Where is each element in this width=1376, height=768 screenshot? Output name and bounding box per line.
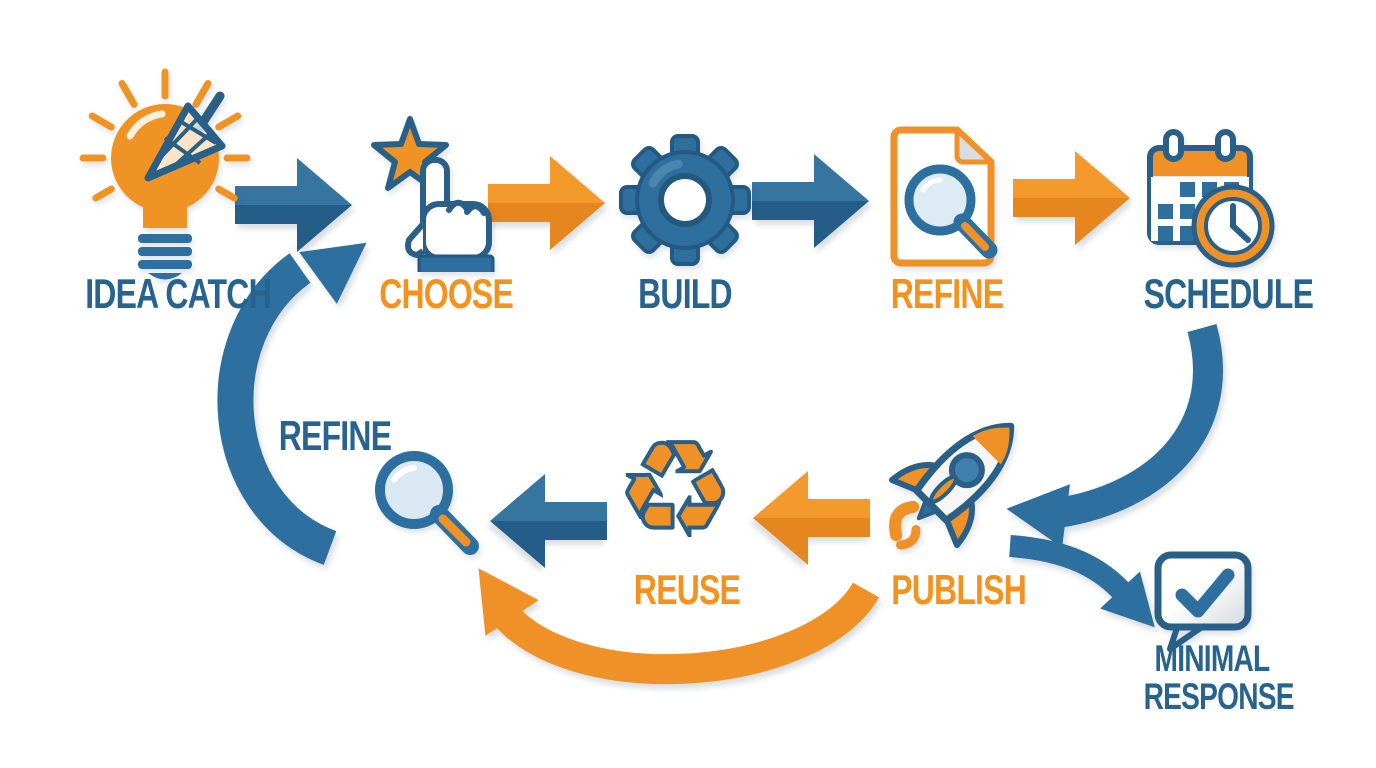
label-publish: PUBLISH — [891, 566, 1027, 613]
step-idea-catch — [70, 58, 270, 288]
arrow-refineloop-to-choose — [217, 216, 386, 565]
star-cursor-icon — [371, 116, 495, 276]
arrow-publish-to-minimalresponse — [1009, 535, 1175, 646]
net-overlay — [144, 91, 226, 182]
label-minimal: MINIMAL — [1154, 638, 1271, 679]
step-refine — [885, 122, 1010, 277]
step-refine-loop — [370, 448, 490, 573]
recycle-icon: ♻ — [614, 413, 736, 567]
step-minimal-response — [1148, 545, 1260, 662]
calendar-clock-icon — [1147, 129, 1275, 268]
arrow-publish-to-reuse — [753, 471, 870, 565]
label-reuse: REUSE — [633, 566, 741, 613]
lightbulb-net-icon — [79, 68, 251, 280]
arrow-choose-to-build — [488, 156, 605, 250]
arrow-reuse-to-refineloop — [490, 474, 607, 568]
gear-icon — [619, 134, 751, 266]
arrow-schedule-to-publish — [1002, 324, 1223, 548]
speech-check-icon — [1154, 551, 1252, 652]
label-refine: REFINE — [890, 270, 1004, 317]
label-refine-loop: REFINE — [278, 412, 392, 459]
label-idea-catch: IDEA CATCH — [85, 270, 271, 317]
flame — [889, 500, 920, 542]
arrow-build-to-refine — [752, 154, 869, 248]
document-magnifier-icon — [890, 126, 998, 267]
step-build — [618, 133, 753, 273]
label-build: BUILD — [638, 270, 732, 317]
step-choose — [365, 112, 505, 277]
label-schedule: SCHEDULE — [1143, 270, 1314, 317]
step-schedule — [1140, 122, 1285, 282]
step-publish — [885, 398, 1030, 568]
magnifier-icon — [375, 451, 479, 555]
label-response: RESPONSE — [1143, 676, 1295, 717]
arrow-refine-to-schedule — [1013, 151, 1130, 245]
rocket-icon — [888, 422, 1015, 550]
arrow-publish-to-refineloop — [451, 550, 880, 685]
label-choose: CHOOSE — [379, 270, 514, 317]
